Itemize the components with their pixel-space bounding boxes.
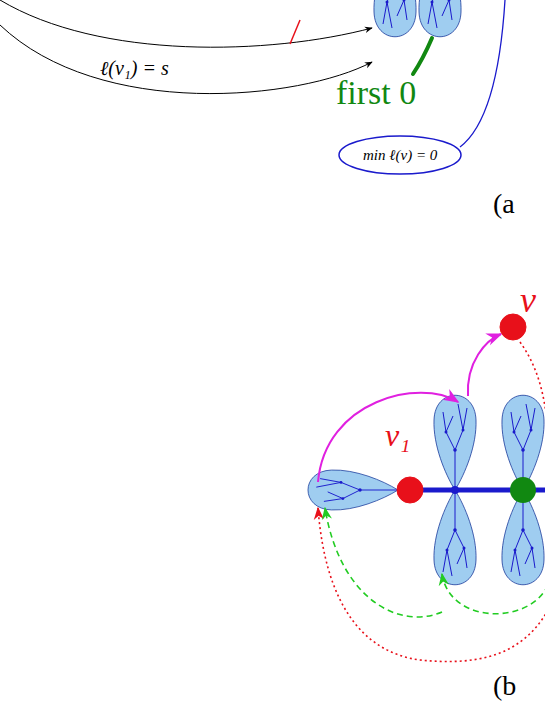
blob-down-2 <box>502 490 544 585</box>
circle-outline <box>397 477 423 503</box>
blob-up-2 <box>502 395 544 490</box>
panel-label: (a <box>493 190 515 218</box>
blob-left <box>308 470 398 510</box>
curve-arrow <box>0 0 372 47</box>
red-vertex: v <box>500 314 526 340</box>
annotation-text: first 0 <box>336 76 416 110</box>
red-stroke <box>290 20 300 44</box>
green-dashed-arrow <box>442 574 545 614</box>
node-text: min ℓ(v) = 0 <box>363 148 437 163</box>
magenta-arrow <box>468 334 501 396</box>
curve-label: ℓ(v₁) = s <box>100 58 169 78</box>
red-dotted-arrow <box>520 342 545 430</box>
ellipse-shape <box>339 136 461 174</box>
vertex-label: v <box>520 282 536 318</box>
red-vertex: v₁ <box>397 477 423 503</box>
ellipse-node: min ℓ(v) = 0 <box>338 135 462 175</box>
blob-down-1 <box>434 490 476 585</box>
blob-top-1 <box>374 0 416 37</box>
green-vertex <box>510 477 536 503</box>
leader-line <box>460 0 505 147</box>
magenta-arrow <box>318 393 458 482</box>
panel-label: (b <box>493 672 516 700</box>
circle-shape <box>397 477 423 503</box>
vertex-label: v₁ <box>385 419 410 451</box>
curve-arrow <box>0 25 372 94</box>
red-dotted-arrow <box>318 508 545 662</box>
green-dashed-arrow <box>325 508 442 617</box>
blob-top-2 <box>419 0 461 37</box>
blob-up-1 <box>434 395 476 490</box>
pointer-line <box>413 38 432 74</box>
path-vertex <box>451 486 459 494</box>
